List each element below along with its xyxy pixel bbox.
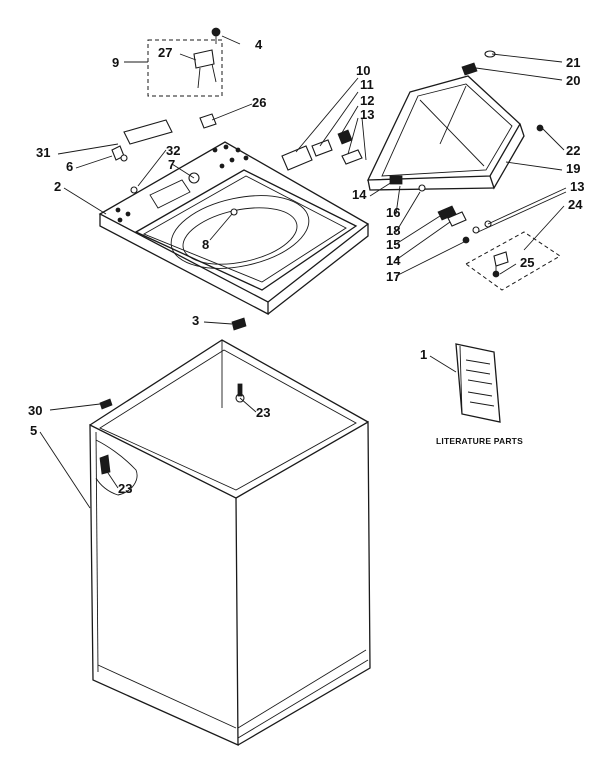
cabinet <box>89 339 371 747</box>
callout-13-right: 13 <box>570 179 585 194</box>
callout-3: 3 <box>192 313 200 328</box>
callout-17: 17 <box>386 269 401 284</box>
callout-14-upper: 14 <box>352 187 367 202</box>
callout-26: 26 <box>252 95 267 110</box>
callout-24: 24 <box>568 197 583 212</box>
callout-18: 18 <box>386 223 401 238</box>
callout-25: 25 <box>520 255 535 270</box>
callout-8: 8 <box>202 237 210 252</box>
top-panel <box>98 141 370 316</box>
literature-parts-label: LITERATURE PARTS <box>436 436 523 446</box>
callout-31: 31 <box>36 145 51 160</box>
literature-booklet <box>455 343 501 423</box>
callout-10: 10 <box>356 63 371 78</box>
callout-23-cabinet: 23 <box>118 481 133 496</box>
callout-11: 11 <box>360 77 374 92</box>
callout-14-lower: 14 <box>386 253 401 268</box>
callout-5: 5 <box>30 423 38 438</box>
callout-4: 4 <box>255 37 263 52</box>
misc-parts <box>111 113 247 331</box>
callout-15: 15 <box>386 237 401 252</box>
callout-13-top: 13 <box>360 107 375 122</box>
switch-parts <box>281 129 363 171</box>
callout-27: 27 <box>158 45 173 60</box>
callout-20: 20 <box>566 73 581 88</box>
callout-16: 16 <box>386 205 401 220</box>
callout-1: 1 <box>420 347 428 362</box>
bracket-box <box>147 27 223 97</box>
lid <box>366 50 544 192</box>
callout-12: 12 <box>360 93 375 108</box>
callout-9: 9 <box>112 55 120 70</box>
callout-2: 2 <box>54 179 62 194</box>
callout-21: 21 <box>566 55 581 70</box>
callout-30: 30 <box>28 403 43 418</box>
callout-22: 22 <box>566 143 581 158</box>
hinge-parts <box>437 205 561 291</box>
callout-7: 7 <box>168 157 176 172</box>
callout-19: 19 <box>566 161 581 176</box>
callout-6: 6 <box>66 159 74 174</box>
leader-lines <box>39 35 567 509</box>
callout-32: 32 <box>166 143 181 158</box>
callout-23-rear: 23 <box>256 405 271 420</box>
